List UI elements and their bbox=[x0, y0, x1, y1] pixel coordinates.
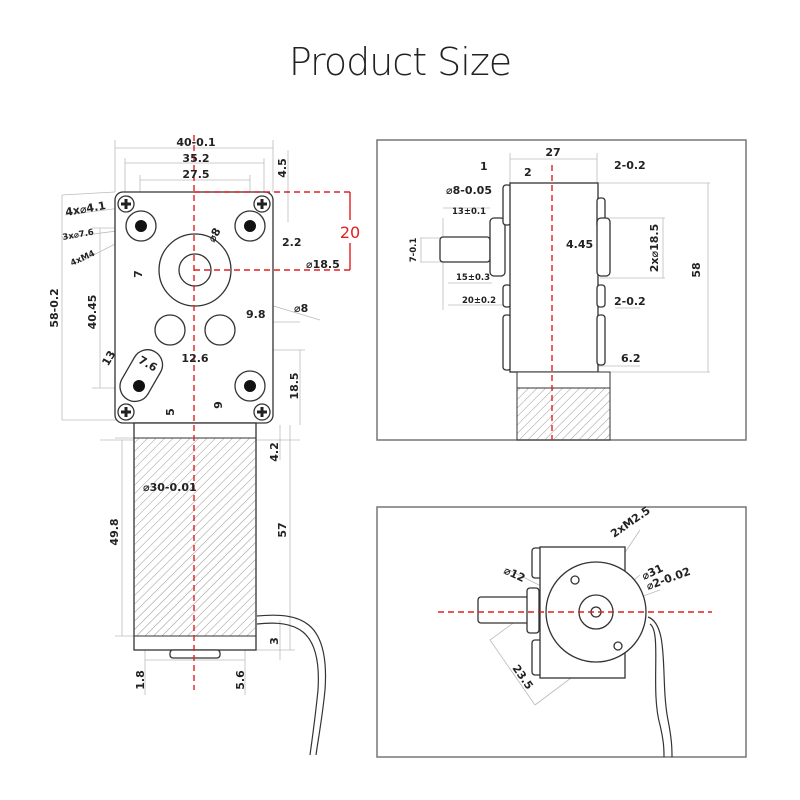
dim-label: ⌀18.5 bbox=[306, 258, 340, 271]
dim-label: 35.2 bbox=[182, 152, 209, 165]
dim-label: 15±0.3 bbox=[456, 273, 490, 283]
gearbox-side bbox=[509, 182, 599, 373]
dim-label: ⌀8-0.05 bbox=[446, 184, 492, 197]
dim-label: 4.5 bbox=[276, 158, 289, 178]
dim-label: 27.5 bbox=[182, 168, 209, 181]
page-title: Product Size bbox=[288, 40, 512, 84]
dim-label: 5.6 bbox=[234, 670, 247, 690]
mount-holes bbox=[119, 210, 266, 403]
motor-hatch bbox=[133, 437, 257, 637]
dim-label: 12.6 bbox=[181, 352, 208, 365]
gearbox-rib bbox=[596, 314, 606, 366]
dim-label: 3 bbox=[268, 637, 281, 645]
front-view: 20 40-0.1 35.2 27.5 4.5 4x⌀4.1 3x⌀7.6 4x… bbox=[48, 135, 360, 756]
dim-label: 2 bbox=[524, 166, 532, 179]
dim-label: 49.8 bbox=[108, 518, 121, 545]
motor-terminal bbox=[169, 649, 221, 659]
screw-hole bbox=[613, 641, 623, 651]
dim-label: ⌀8 bbox=[205, 226, 223, 245]
dim-label: 2-0.2 bbox=[614, 295, 646, 308]
dim-label: 7-0.1 bbox=[409, 238, 419, 263]
dim-label: 40-0.1 bbox=[176, 136, 215, 149]
dim-label: 40.45 bbox=[86, 295, 99, 330]
gear-boss bbox=[526, 587, 540, 634]
dim-label: 4.45 bbox=[566, 238, 593, 251]
rear-view-panel: 2xM2.5 ⌀12 ⌀31 ⌀2-0.02 23.5 bbox=[376, 504, 747, 758]
screw-icon bbox=[253, 403, 271, 421]
dim-label: 58 bbox=[690, 262, 703, 277]
side-dimension-lines bbox=[420, 153, 710, 373]
dim-label: 18.5 bbox=[288, 372, 301, 399]
hole-left bbox=[154, 314, 186, 346]
screw-hole bbox=[570, 575, 580, 585]
dim-label: 3x⌀7.6 bbox=[62, 228, 95, 243]
screw-icon bbox=[253, 195, 271, 213]
side-view-panel: 27 1 2 2-0.2 ⌀8-0.05 13±0.1 7-0.1 15±0.3… bbox=[376, 139, 747, 441]
offset-label: 20 bbox=[340, 223, 360, 242]
dim-label: 27 bbox=[545, 146, 560, 159]
motor-wires bbox=[256, 614, 327, 756]
dim-label: 5 bbox=[164, 408, 177, 416]
dim-label: 58-0.2 bbox=[48, 288, 61, 327]
gear-boss-right bbox=[596, 217, 611, 277]
screw-icons bbox=[117, 195, 271, 421]
gear-boss-left bbox=[489, 217, 506, 277]
dim-label: 4xM4 bbox=[69, 249, 97, 269]
output-shaft bbox=[439, 236, 491, 263]
dim-label: 57 bbox=[276, 522, 289, 537]
motor-wires bbox=[647, 616, 673, 758]
output-shaft bbox=[477, 596, 531, 624]
dim-label: 2x⌀18.5 bbox=[648, 224, 661, 273]
hole-right bbox=[204, 314, 236, 346]
dim-label: 2.2 bbox=[282, 236, 302, 249]
dim-label: 7 bbox=[132, 270, 145, 278]
dim-label: 1 bbox=[480, 160, 488, 173]
dim-label: 13±0.1 bbox=[452, 207, 486, 217]
screw-icon bbox=[117, 403, 135, 421]
dim-label: 1.8 bbox=[134, 670, 147, 690]
dim-label: 9 bbox=[212, 401, 225, 409]
dim-label: 20±0.2 bbox=[462, 296, 496, 306]
dim-label: 6.2 bbox=[621, 352, 641, 365]
dim-label: 2-0.2 bbox=[614, 159, 646, 172]
dim-label: ⌀8 bbox=[294, 302, 308, 315]
screw-icon bbox=[117, 195, 135, 213]
gearbox-rib bbox=[596, 284, 606, 308]
dim-label: 9.8 bbox=[246, 308, 266, 321]
motor-cap bbox=[516, 371, 611, 389]
dim-label: 4x⌀4.1 bbox=[64, 199, 106, 219]
dim-label: 4.2 bbox=[268, 442, 281, 462]
dim-label: ⌀30-0.01 bbox=[143, 481, 197, 494]
